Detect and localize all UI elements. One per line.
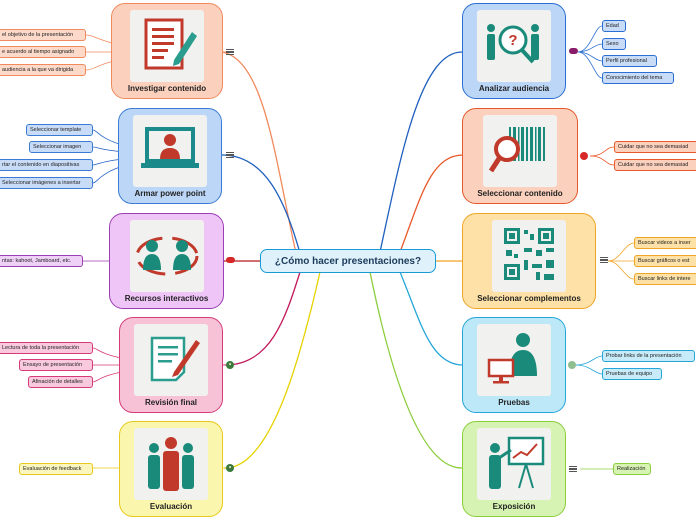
central-topic[interactable]: ¿Cómo hacer presentaciones? [260,249,436,273]
subtopic[interactable]: Buscar videos a inser [634,237,696,249]
topic-label: Armar power point [134,189,206,198]
topic-evaluacion[interactable]: Evaluación [119,421,223,517]
subtopic[interactable]: audiencia a la que va dirigida [0,64,86,76]
subtopic[interactable]: Ensayo de presentación [19,359,93,371]
topic-revision-final[interactable]: Revisión final [119,317,223,413]
topic-label: Pruebas [498,398,530,407]
subtopic[interactable]: e acuerdo al tiempo asignado [0,46,86,58]
subtopic[interactable]: Lectura de toda la presentación [0,342,93,354]
person-computer-icon [477,324,551,396]
topic-label: Revisión final [144,398,197,407]
checklist-pen-icon [134,324,208,396]
topic-label: Investigar contenido [127,84,207,93]
topic-recursos-interactivos[interactable]: Recursos interactivos [109,213,224,309]
topic-label: Evaluación [149,502,193,511]
topic-investigar-contenido[interactable]: Investigar contenido [111,3,223,99]
subtopic[interactable]: rtar el contenido en diapositivas [0,159,93,171]
subtopic[interactable]: Seleccionar imágenes a insertar [0,177,93,189]
subtopic[interactable]: Afinación de detalles [28,376,93,388]
subtopic[interactable]: Probar links de la presentación [602,350,695,362]
subtopic[interactable]: Realización [613,463,651,475]
topic-pruebas[interactable]: Pruebas [462,317,566,413]
notes-icon[interactable] [226,152,234,159]
topic-seleccionar-complementos[interactable]: Seleccionar complementos [462,213,596,309]
globe-icon[interactable]: • [226,361,234,369]
subtopic[interactable]: Seleccionar template [26,124,93,136]
barcode-magnifier-icon [483,115,557,187]
svg-text:?: ? [508,32,517,49]
topic-label: Seleccionar contenido [477,189,563,198]
subtopic[interactable]: Cuidar que no sea demasiad [614,141,696,153]
subtopic[interactable]: Conocimiento del tema [602,72,674,84]
topic-label: Recursos interactivos [124,294,209,303]
team-people-icon [134,428,208,500]
link-icon[interactable] [569,48,578,54]
topic-exposicion[interactable]: Exposición [462,421,566,517]
notes-icon[interactable] [226,49,234,56]
subtopic[interactable]: el objetivo de la presentación [0,29,86,41]
topic-analizar-audiencia[interactable]: ? Analizar audiencia [462,3,566,99]
presenter-laptop-icon [133,115,207,187]
topic-label: Exposición [492,502,536,511]
topic-label: Analizar audiencia [478,84,550,93]
subtopic[interactable]: Pruebas de equipo [602,368,662,380]
subtopic[interactable]: Cuidar que no sea demasiad [614,159,696,171]
subtopic[interactable]: Seleccionar imagen [29,141,93,153]
document-pen-icon [130,10,204,82]
presenter-board-icon [477,428,551,500]
subtopic[interactable]: Buscar links de intere [634,273,696,285]
subtopic[interactable]: Edad [602,20,626,32]
people-question-magnifier-icon: ? [477,10,551,82]
topic-label: Seleccionar complementos [477,294,581,303]
subtopic[interactable]: Sexo [602,38,626,50]
qr-code-icon [492,220,566,292]
globe-icon[interactable]: • [226,464,234,472]
topic-seleccionar-contenido[interactable]: Seleccionar contenido [462,108,578,204]
topic-armar-power-point[interactable]: Armar power point [118,108,222,204]
notes-icon[interactable] [569,466,577,473]
subtopic[interactable]: Buscar gráficos o est [634,255,696,267]
notes-icon[interactable] [600,257,608,264]
people-exchange-icon [129,220,204,292]
red-priority-icon[interactable] [226,257,235,263]
subtopic[interactable]: ntas: kahoot, Jamboard, etc. [0,255,83,267]
clip-icon[interactable] [568,361,576,369]
subtopic[interactable]: Perfil profesional [602,55,657,67]
red-priority-icon[interactable] [580,152,588,160]
subtopic[interactable]: Evaluación de feedback [19,463,93,475]
